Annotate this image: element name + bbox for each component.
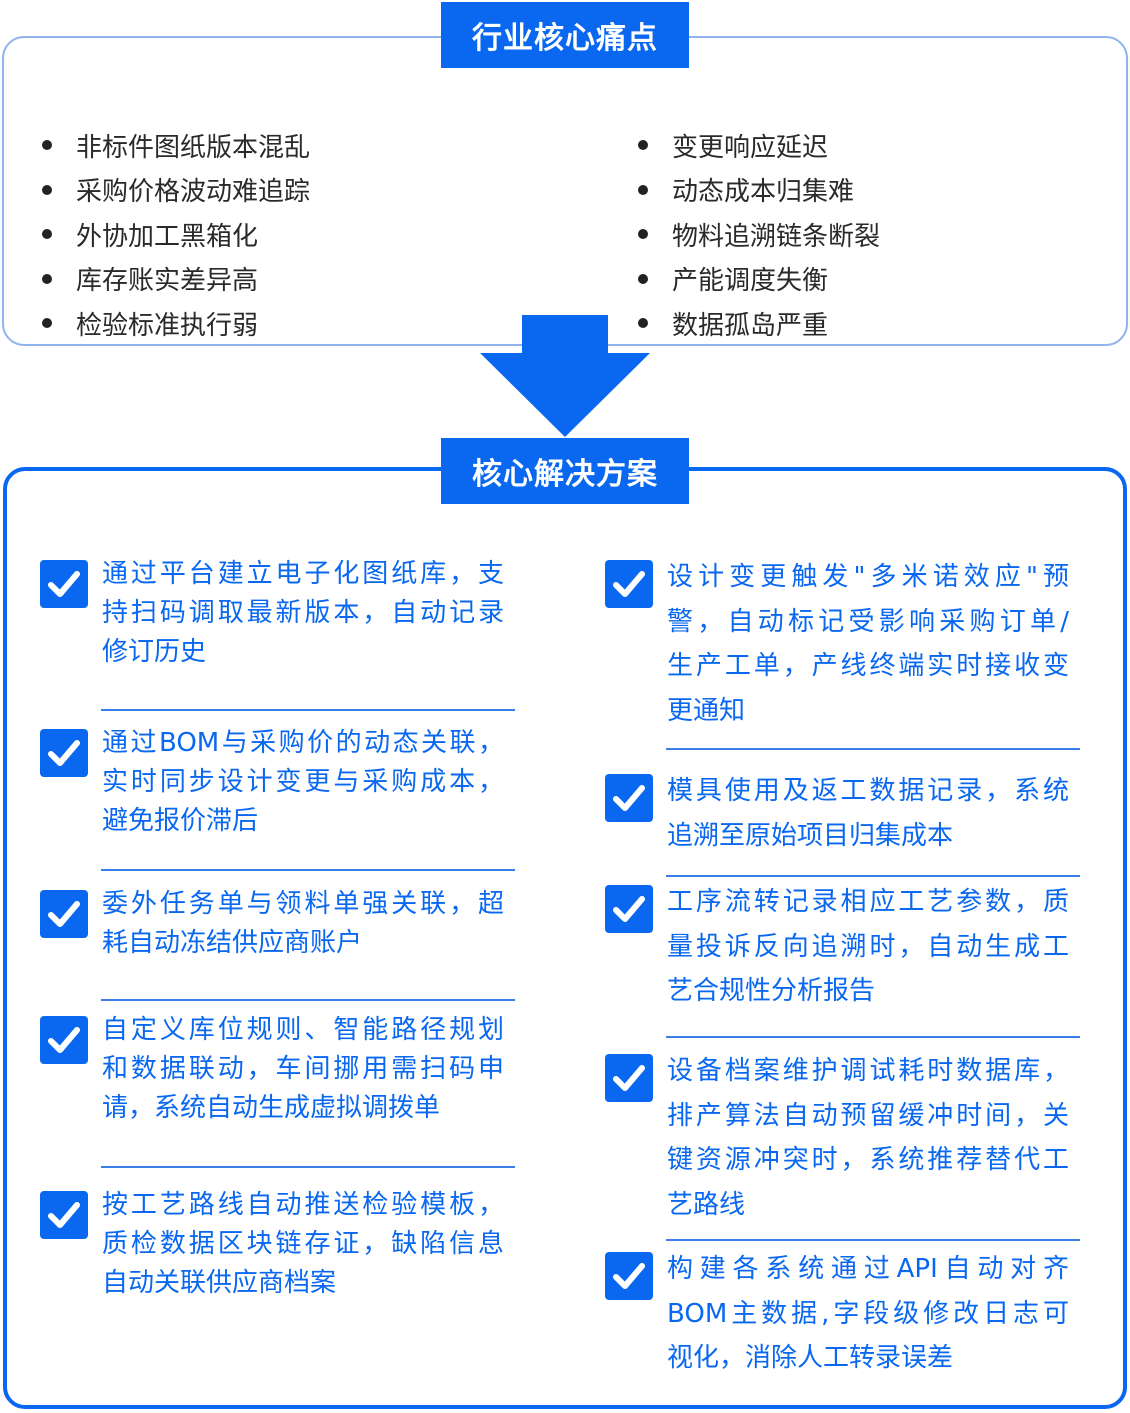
solution-item: 工序流转记录相应工艺参数，质量投诉反向追溯时，自动生成工艺合规性分析报告 bbox=[667, 880, 1069, 1014]
solution-item-line: 设计变更触发"多米诺效应"预 bbox=[667, 562, 1069, 592]
checkbox-icon bbox=[605, 774, 653, 822]
solution-item-line: 视化，消除人工转录误差 bbox=[667, 1343, 954, 1373]
checkmark-icon bbox=[48, 740, 80, 766]
list-item: 检验标准执行弱 bbox=[38, 301, 310, 346]
solution-item-line: 量投诉反向追溯时，自动生成工 bbox=[667, 931, 1069, 962]
checkbox-icon bbox=[40, 890, 88, 938]
solution-item: 设备档案维护调试耗时数据库， 排产算法自动预留缓冲时间，关键资源冲突时，系统推荐替… bbox=[667, 1049, 1069, 1227]
solution-item-line: 设备档案维护调试耗时数据库， bbox=[667, 1056, 1069, 1086]
bullet-dot-icon bbox=[42, 273, 52, 284]
bullet-dot-icon bbox=[638, 140, 648, 151]
solution-item-line: 委外任务单与领料单强关联，超 bbox=[102, 889, 504, 919]
solution-item: 自定义库位规则、智能路径规划和数据联动，车间挪用需扫码申请，系统自动生成虚拟调拨… bbox=[102, 1011, 504, 1128]
solution-item-line: 质检数据区块链存证，缺陷信息 bbox=[102, 1229, 504, 1259]
divider bbox=[666, 1239, 1080, 1241]
pain-points-left-list: 非标件图纸版本混乱 采购价格波动难追踪 外协加工黑箱化 库存账实差异高 检验标准… bbox=[38, 123, 310, 346]
list-item: 数据孤岛严重 bbox=[634, 301, 880, 346]
list-item: 物料追溯链条断裂 bbox=[634, 212, 880, 257]
divider bbox=[666, 748, 1080, 750]
bullet-dot-icon bbox=[42, 318, 52, 329]
checkmark-icon bbox=[613, 785, 645, 811]
checkbox-icon bbox=[40, 729, 88, 777]
solution-item: 通过BOM与采购价的动态关联， 实时同步设计变更与采购成本， 避免报价滞后 bbox=[102, 724, 504, 841]
checkbox-icon bbox=[40, 560, 88, 608]
solution-item-line: 工序流转记录相应工艺参数，质 bbox=[667, 887, 1069, 917]
solution-item-line: 艺合规性分析报告 bbox=[667, 976, 876, 1006]
solutions-title: 核心解决方案 bbox=[441, 438, 689, 504]
solution-item-line: 艺路线 bbox=[667, 1189, 746, 1220]
solution-item-line: 按工艺路线自动推送检验模板， bbox=[102, 1190, 504, 1220]
solution-item-line: 耗自动冻结供应商账户 bbox=[102, 928, 363, 958]
list-item: 采购价格波动难追踪 bbox=[38, 168, 310, 213]
solution-item-line: 键资源冲突时，系统推荐替代工 bbox=[667, 1145, 1069, 1175]
checkbox-icon bbox=[605, 1054, 653, 1102]
solution-item-line: 构建各系统通过API自动对齐 bbox=[667, 1254, 1069, 1284]
solution-item-line: 追溯至原始项目归集成本 bbox=[667, 820, 954, 851]
bullet-dot-icon bbox=[638, 273, 648, 284]
solution-item-line: 自定义库位规则、智能路径规划 bbox=[102, 1015, 504, 1045]
solution-item-line: 生产工单，产线终端实时接收变 bbox=[667, 651, 1069, 681]
solution-item-line: 模具使用及返工数据记录，系统 bbox=[667, 776, 1069, 806]
checkbox-icon bbox=[605, 560, 653, 608]
solution-item-line: 自动关联供应商档案 bbox=[102, 1268, 337, 1298]
divider bbox=[666, 875, 1080, 877]
solution-item: 构建各系统通过API自动对齐 BOM主数据,字段级修改日志可视化，消除人工转录误差 bbox=[667, 1247, 1069, 1381]
checkbox-icon bbox=[40, 1191, 88, 1239]
solution-item-line: 避免报价滞后 bbox=[102, 806, 259, 836]
solution-item-line: 持扫码调取最新版本，自动记录 bbox=[102, 598, 504, 628]
list-item: 库存账实差异高 bbox=[38, 257, 310, 302]
solution-item-line: 警，自动标记受影响采购订单/ bbox=[667, 606, 1069, 637]
solution-item-line: 修订历史 bbox=[102, 637, 207, 667]
checkbox-icon bbox=[605, 1252, 653, 1300]
solution-item-line: 实时同步设计变更与采购成本， bbox=[102, 767, 504, 797]
list-item: 产能调度失衡 bbox=[634, 257, 880, 302]
divider bbox=[101, 709, 515, 711]
checkmark-icon bbox=[613, 896, 645, 922]
solution-item: 委外任务单与领料单强关联，超耗自动冻结供应商账户 bbox=[102, 885, 504, 963]
checkmark-icon bbox=[48, 1202, 80, 1228]
divider bbox=[101, 999, 515, 1001]
divider bbox=[101, 869, 515, 871]
list-item: 外协加工黑箱化 bbox=[38, 212, 310, 257]
checkbox-icon bbox=[605, 885, 653, 933]
solution-item-line: BOM主数据,字段级修改日志可 bbox=[667, 1298, 1069, 1329]
solution-item: 设计变更触发"多米诺效应"预警，自动标记受影响采购订单/生产工单，产线终端实时接… bbox=[667, 555, 1069, 733]
solution-item-line: 更通知 bbox=[667, 695, 746, 726]
checkbox-icon bbox=[40, 1016, 88, 1064]
checkmark-icon bbox=[613, 571, 645, 597]
bullet-dot-icon bbox=[638, 184, 648, 195]
solution-item-line: 通过BOM与采购价的动态关联， bbox=[102, 728, 504, 758]
list-item: 非标件图纸版本混乱 bbox=[38, 123, 310, 168]
checkmark-icon bbox=[48, 1027, 80, 1053]
list-item: 动态成本归集难 bbox=[634, 168, 880, 213]
solution-item-line: 请，系统自动生成虚拟调拨单 bbox=[102, 1093, 441, 1123]
checkmark-icon bbox=[613, 1065, 645, 1091]
solution-item: 按工艺路线自动推送检验模板， 质检数据区块链存证，缺陷信息自动关联供应商档案 bbox=[102, 1186, 504, 1303]
down-arrow-icon bbox=[480, 315, 650, 437]
pain-points-right-list: 变更响应延迟 动态成本归集难 物料追溯链条断裂 产能调度失衡 数据孤岛严重 bbox=[634, 123, 880, 346]
solution-item-line: 和数据联动，车间挪用需扫码申 bbox=[102, 1054, 504, 1084]
divider bbox=[101, 1166, 515, 1168]
bullet-dot-icon bbox=[638, 318, 648, 329]
solution-item: 模具使用及返工数据记录，系统追溯至原始项目归集成本 bbox=[667, 769, 1069, 858]
divider bbox=[666, 1036, 1080, 1038]
solution-item-line: 通过平台建立电子化图纸库，支 bbox=[102, 559, 504, 589]
checkmark-icon bbox=[48, 901, 80, 927]
list-item: 变更响应延迟 bbox=[634, 123, 880, 168]
solution-item-line: 排产算法自动预留缓冲时间，关 bbox=[667, 1100, 1069, 1131]
checkmark-icon bbox=[48, 571, 80, 597]
bullet-dot-icon bbox=[42, 140, 52, 151]
bullet-dot-icon bbox=[638, 229, 648, 240]
bullet-dot-icon bbox=[42, 184, 52, 195]
pain-points-panel: 非标件图纸版本混乱 采购价格波动难追踪 外协加工黑箱化 库存账实差异高 检验标准… bbox=[2, 36, 1128, 346]
bullet-dot-icon bbox=[42, 229, 52, 240]
checkmark-icon bbox=[613, 1263, 645, 1289]
solution-item: 通过平台建立电子化图纸库，支持扫码调取最新版本，自动记录修订历史 bbox=[102, 555, 504, 672]
pain-points-title: 行业核心痛点 bbox=[441, 2, 689, 68]
